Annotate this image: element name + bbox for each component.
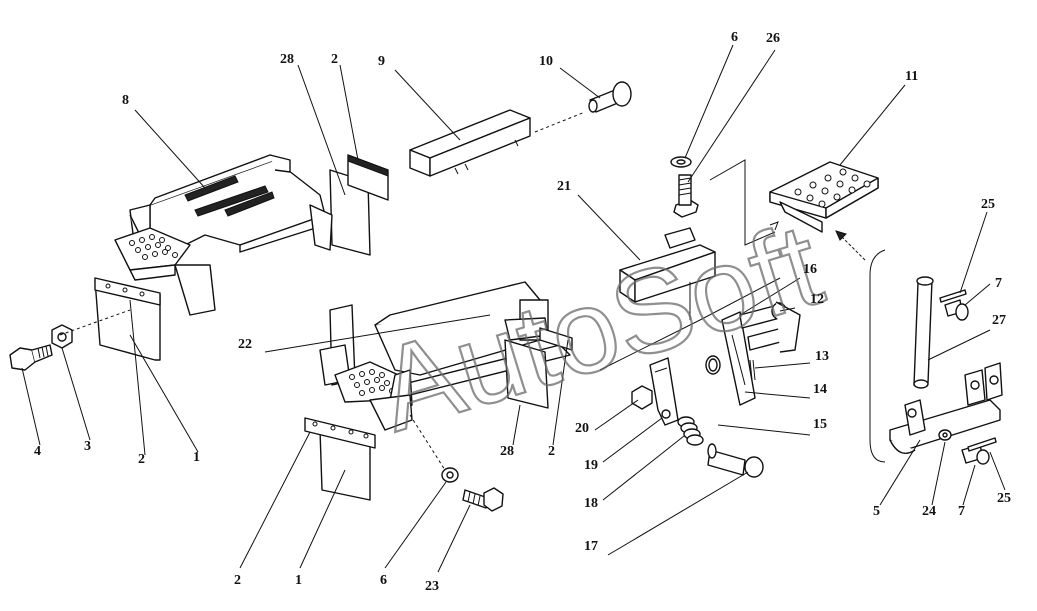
center-step-assembly [319,281,571,431]
leader-lines [21,44,1006,573]
callout-3: 3 [84,439,91,454]
callout-17: 17 [584,539,598,554]
washer-24 [938,429,952,441]
pin-25-top [939,289,967,303]
pin-7-bottom [961,444,990,465]
callout-20: 20 [575,421,589,436]
left-mudflap [94,277,161,361]
center-block [619,227,716,303]
callout-2: 2 [331,52,338,67]
mudflap-strip-upper [347,154,389,201]
watermark-text: AutoSoft [364,198,835,457]
callout-6: 6 [731,30,738,45]
lever-19 [649,357,679,426]
nut-20 [631,385,653,410]
bolt-left [9,344,53,371]
right-step [769,161,879,233]
latch-plate-14 [721,311,756,406]
callout-2: 2 [138,452,145,467]
pin-13 [749,359,756,381]
right-mudflap-28 [504,327,573,409]
callout-7: 7 [958,504,965,519]
callout-28: 28 [500,444,514,459]
callout-2: 2 [234,573,241,588]
callout-16: 16 [803,262,817,277]
left-fender-assembly [114,154,371,316]
callout-2: 2 [548,444,555,459]
callout-1: 1 [295,573,302,588]
callout-14: 14 [813,382,827,397]
bottom-mudflap [304,417,376,501]
pin-7-top [944,299,969,321]
nut-left [51,324,73,349]
callout-labels: 28 2 9 10 6 26 8 21 11 25 7 27 16 12 22 … [34,30,1011,594]
callout-6: 6 [380,573,387,588]
ring-15 [705,355,721,375]
callout-25: 25 [997,491,1011,506]
bolt-23 [462,487,504,512]
pin-25-bottom [967,437,997,452]
rod-27 [913,276,934,389]
hinge-bracket [889,362,1003,454]
callout-26: 26 [766,31,780,46]
callout-18: 18 [584,496,598,511]
callout-8: 8 [122,93,129,108]
callout-10: 10 [539,54,553,69]
callout-24: 24 [922,504,936,519]
pins-12 [739,301,801,353]
washer-6-top [670,156,692,168]
washer-6-bottom [441,467,459,483]
callout-21: 21 [557,179,571,194]
callout-28: 28 [280,52,294,67]
callout-27: 27 [992,313,1006,328]
pin-10 [588,81,632,113]
callout-9: 9 [378,54,385,69]
callout-7: 7 [995,276,1002,291]
shaft-17 [707,443,764,478]
callout-15: 15 [813,417,827,432]
callout-5: 5 [873,504,880,519]
callout-19: 19 [584,458,598,473]
bolt-26 [673,174,699,218]
callout-13: 13 [815,349,829,364]
callout-1: 1 [193,450,200,465]
cover-plate [409,109,531,177]
callout-23: 23 [425,579,439,594]
callout-4: 4 [34,444,41,459]
callout-12: 12 [810,292,824,307]
callout-25: 25 [981,197,995,212]
spring-18 [677,416,704,446]
callout-22: 22 [238,337,252,352]
callout-11: 11 [905,69,918,84]
